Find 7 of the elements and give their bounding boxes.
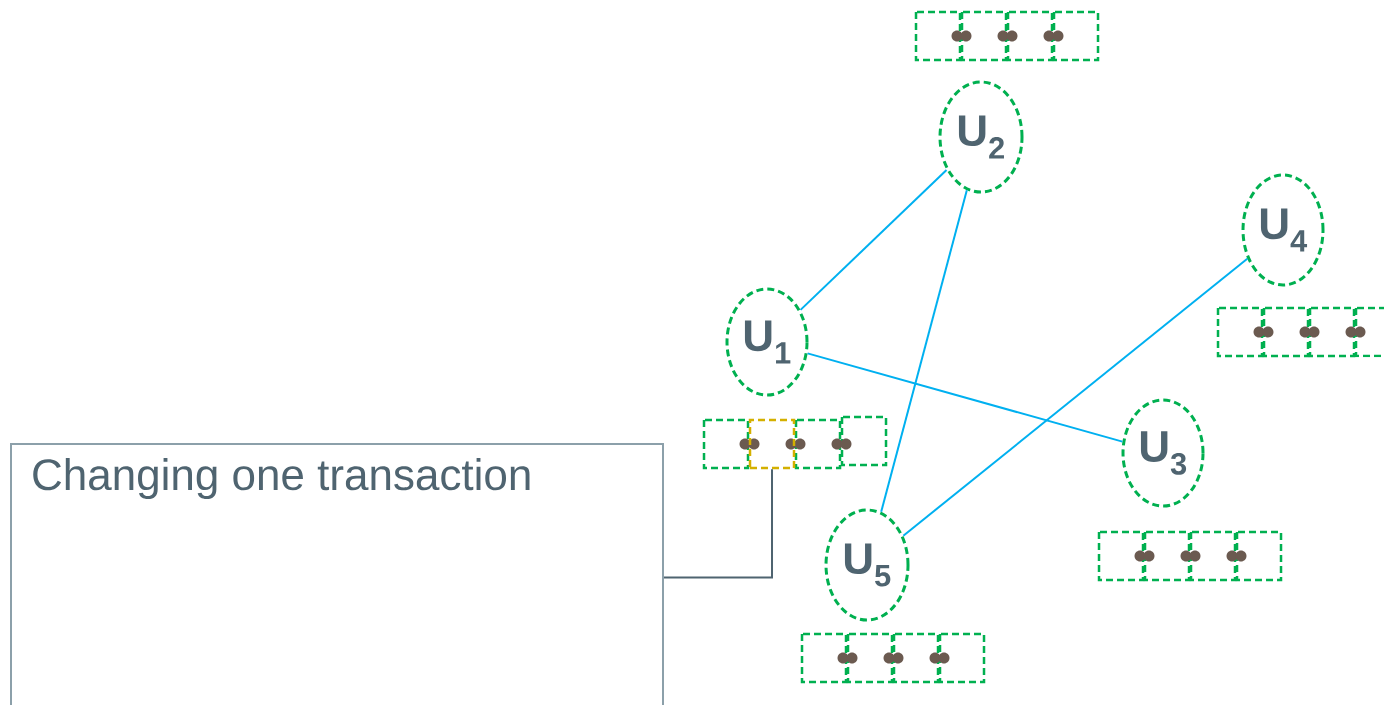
connector-line xyxy=(799,169,948,311)
connector-line xyxy=(902,257,1249,537)
connector-line xyxy=(806,352,1124,443)
callout-box: Changing one transaction xyxy=(10,443,664,705)
connector-line xyxy=(880,189,968,513)
block-box xyxy=(748,418,796,470)
leader-line xyxy=(663,468,773,579)
